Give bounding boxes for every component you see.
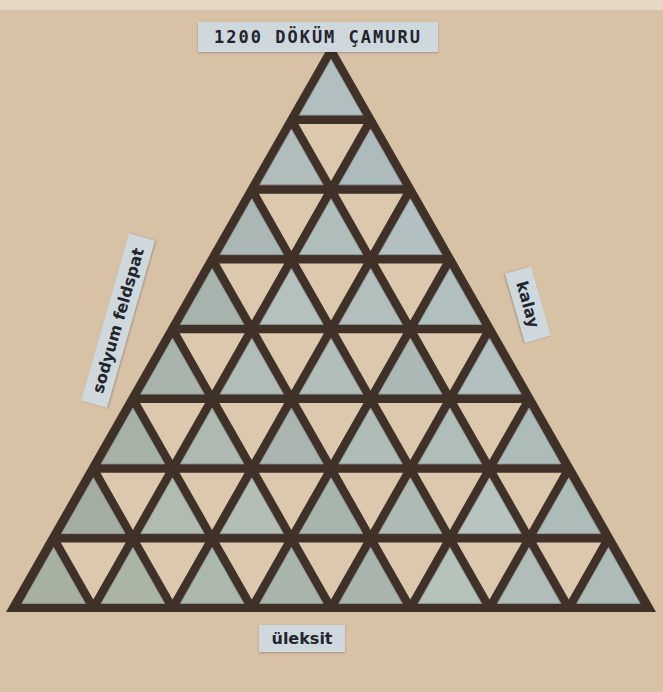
glaze-tile bbox=[537, 478, 601, 534]
glaze-tile bbox=[497, 408, 560, 464]
glaze-tile bbox=[339, 129, 402, 185]
glaze-tile bbox=[379, 199, 442, 255]
board-edge bbox=[0, 0, 663, 10]
glaze-tile bbox=[299, 59, 362, 115]
title-tape: 1200 DÖKÜM ÇAMURU bbox=[198, 22, 438, 52]
glaze-tile bbox=[577, 548, 640, 604]
glaze-tile bbox=[418, 269, 481, 325]
axis-label: üleksit bbox=[259, 625, 344, 652]
triangle-frame bbox=[6, 42, 656, 612]
glaze-tile bbox=[458, 338, 521, 394]
